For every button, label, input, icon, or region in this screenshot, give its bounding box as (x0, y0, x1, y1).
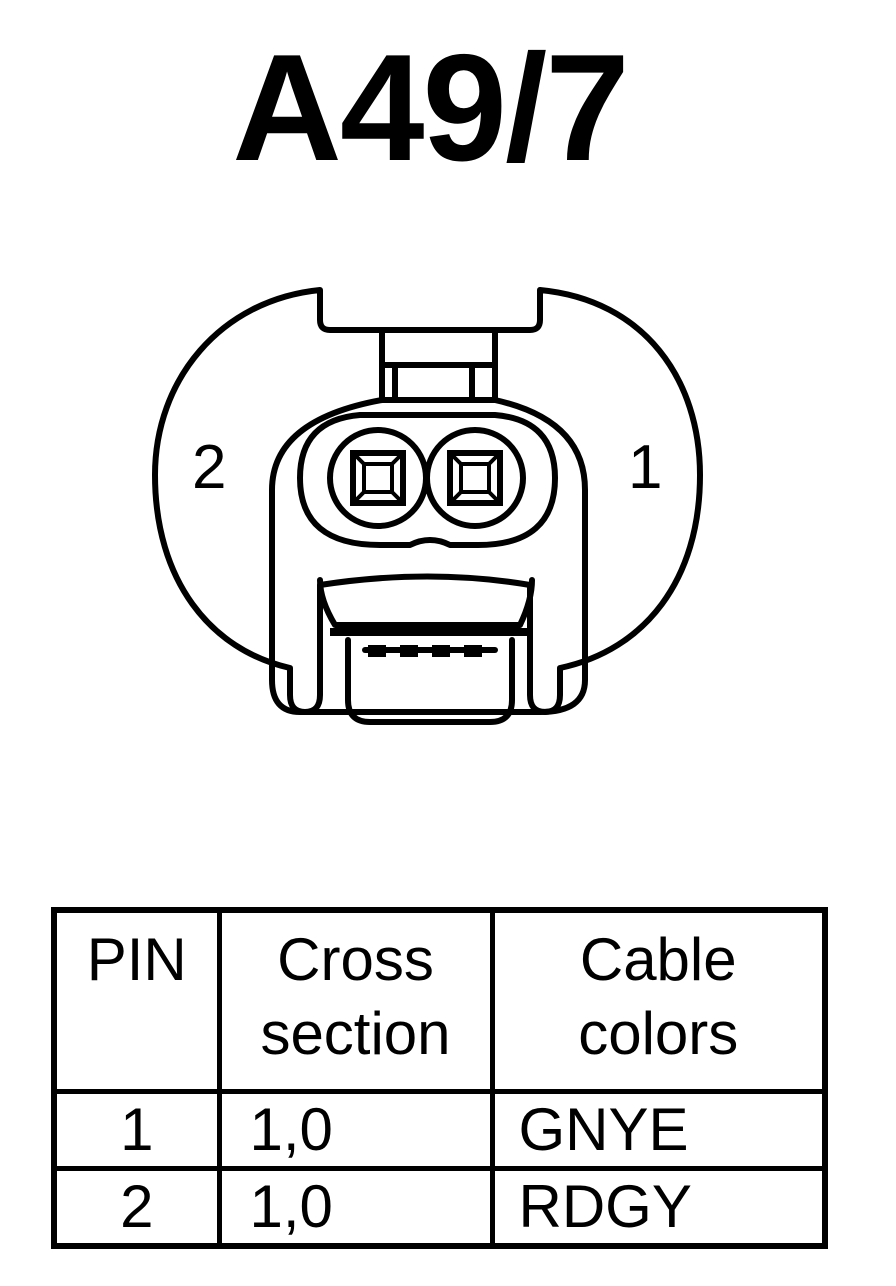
table-header-row: PIN Cross section Cable colors (51, 907, 828, 1094)
cell-cable-color: GNYE (489, 1089, 828, 1171)
inner-body (269, 327, 588, 715)
housing-outline (152, 287, 703, 715)
slot-bar (330, 628, 530, 636)
cell-pin: 2 (51, 1166, 222, 1249)
pin-table: PIN Cross section Cable colors 1 1,0 GNY… (51, 907, 828, 1249)
lower-slot (317, 577, 535, 628)
cell-cross-section: 1,0 (216, 1089, 495, 1171)
pin-label-right: 1 (628, 433, 662, 502)
connector-title: A49/7 (232, 23, 630, 193)
key-tab (345, 637, 515, 725)
cavity-outline (297, 412, 558, 548)
cell-cable-color: RDGY (489, 1166, 828, 1249)
header-cross-section: Cross section (216, 907, 495, 1094)
terminal-1-ring (424, 427, 526, 529)
header-cable-colors: Cable colors (489, 907, 828, 1094)
header-pin: PIN (51, 907, 222, 1094)
latch-inner (392, 362, 475, 403)
latch-top (379, 327, 498, 403)
cell-pin: 1 (51, 1089, 222, 1171)
terminal-2-ring (327, 427, 429, 529)
table-row: 2 1,0 RDGY (51, 1166, 828, 1249)
connector-drawing: 2 1 (152, 287, 703, 725)
table-row: 1 1,0 GNYE (51, 1089, 828, 1171)
cell-cross-section: 1,0 (216, 1166, 495, 1249)
pin-label-left: 2 (192, 433, 226, 502)
